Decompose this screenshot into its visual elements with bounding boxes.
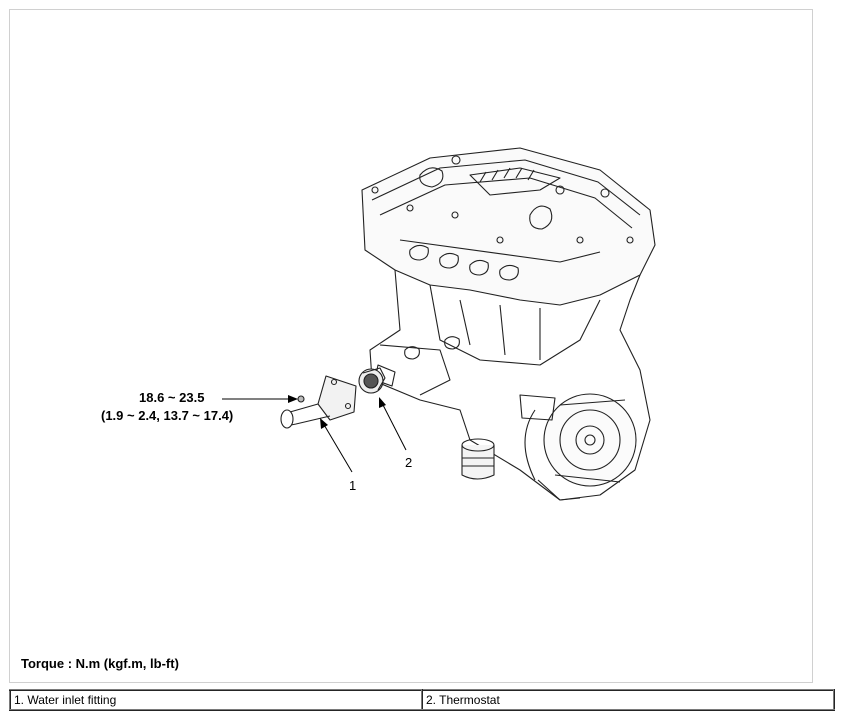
figure-frame [9, 9, 813, 683]
torque-value-nm: 18.6 ~ 23.5 [139, 390, 205, 405]
legend-item-water-inlet-fitting: 1. Water inlet fitting [9, 689, 423, 711]
callout-1-label: 1 [349, 478, 357, 493]
engine-block-illustration [361, 147, 656, 501]
parts-legend-table: 1. Water inlet fitting 2. Thermostat [9, 689, 835, 711]
callout-2-leader [381, 402, 407, 451]
torque-value-alt: (1.9 ~ 2.4, 13.7 ~ 17.4) [101, 408, 234, 423]
legend-row: 1. Water inlet fitting 2. Thermostat [9, 689, 835, 711]
water-inlet-fitting-illustration [280, 375, 357, 429]
legend-item-thermostat: 2. Thermostat [421, 689, 835, 711]
thermostat-illustration [358, 367, 386, 394]
torque-unit-note: Torque : N.m (kgf.m, lb-ft) [21, 656, 179, 671]
callout-2-label: 2 [405, 455, 413, 470]
callout-1-leader [322, 422, 353, 473]
